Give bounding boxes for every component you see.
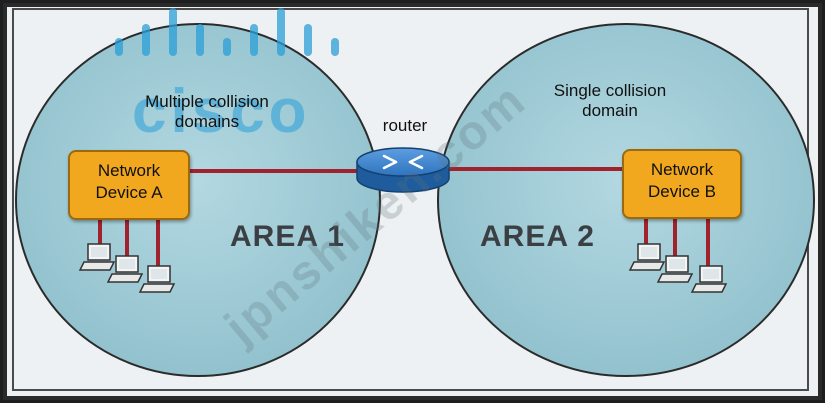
area-2-caption-line1: Single collision [553, 81, 667, 100]
network-device-b: Network Device B [622, 149, 742, 219]
device-a-line1: Network [97, 161, 161, 180]
device-b-line2: Device B [647, 182, 717, 201]
network-device-a: Network Device A [68, 150, 190, 220]
router-label: router [382, 116, 428, 135]
area-1-circle [15, 23, 381, 377]
device-b-drops [644, 218, 710, 268]
area-1-caption-line1: Multiple collision [145, 92, 269, 111]
area-2-label: AREA 2 [480, 220, 595, 253]
area-2-caption-line2: domain [582, 101, 638, 120]
cisco-logo-bars [115, 8, 339, 56]
workstation-icon [656, 255, 694, 283]
workstation-icon [628, 243, 666, 271]
area-1-caption-line2: domains [174, 112, 240, 131]
area-1-caption: Multiple collision domains [112, 92, 302, 132]
workstation-icon [690, 265, 728, 293]
workstation-icon [138, 265, 176, 293]
workstation-icon [78, 243, 116, 271]
router-icon [356, 147, 450, 193]
device-b-line1: Network [650, 160, 714, 179]
device-a-drops [98, 218, 160, 268]
device-a-line2: Device A [95, 183, 163, 202]
workstation-icon [106, 255, 144, 283]
area-1-label: AREA 1 [230, 220, 345, 253]
area-2-caption: Single collision domain [520, 81, 700, 121]
cisco-watermark: cisco [132, 77, 311, 146]
